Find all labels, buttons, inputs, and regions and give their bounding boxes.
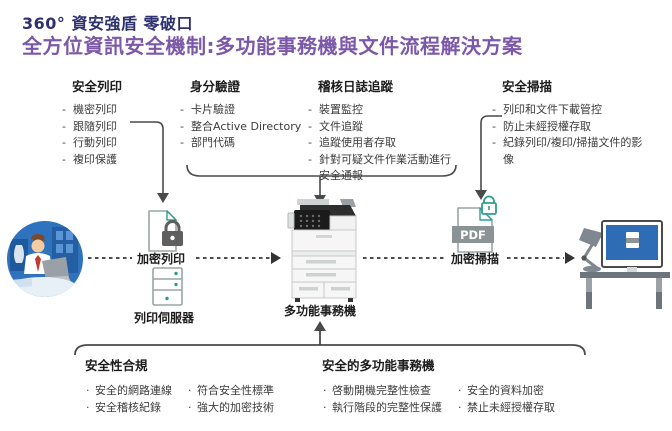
list-item: 整合Active Directory [180,119,320,136]
section-secure-mfp: 安全的多功能事務機 啓動開機完整性檢查 安全的資料加密 執行階段的完整性保護 禁… [322,355,582,416]
server-icon [152,267,183,306]
section-items: 啓動開機完整性檢查 安全的資料加密 執行階段的完整性保護 禁止未經授權存取 [322,382,582,416]
pdf-label: PDF [460,228,486,242]
list-item: 執行階段的完整性保護 [322,399,457,416]
column-secure-print: 安全列印 機密列印 跟隨列印 行動列印 複印保護 [62,76,174,168]
list-item: 禁止未經授權存取 [457,399,577,416]
column-title: 安全列印 [72,79,123,94]
encrypted-print-label: 加密列印 [137,252,186,266]
arrowhead-right-icon [565,252,575,264]
section-items: 安全的網路連線 符合安全性標準 安全稽核紀錄 強大的加密技術 [85,382,315,416]
list-item: 防止未經授權存取 [492,119,650,136]
list-item: 安全稽核紀錄 [85,399,187,416]
page-subtitle: 全方位資訊安全機制:多功能事務機與文件流程解決方案 [22,34,523,58]
list-item: 強大的加密技術 [187,399,305,416]
list-item: 紀錄列印/複印/掃描文件的影像 [492,135,650,168]
list-item: 啓動開機完整性檢查 [322,382,457,399]
list-item: 裝置監控 [308,102,460,119]
arrowhead-down-icon [475,190,487,200]
column-title: 稽核日誌追蹤 [318,79,394,94]
column-title: 安全掃描 [502,79,553,94]
multifunction-printer-icon [287,199,357,302]
column-items: 卡片驗證 整合Active Directory 部門代碼 [180,102,320,152]
column-items: 裝置監控 文件追蹤 追蹤使用者存取 針對可疑文件作業活動進行安全通報 [308,102,460,185]
bracket-top [186,164,457,196]
encrypted-scan-label: 加密掃描 [451,252,500,266]
list-item: 針對可疑文件作業活動進行安全通報 [308,152,460,185]
list-item: 符合安全性標準 [187,382,305,399]
column-authentication: 身分驗證 卡片驗證 整合Active Directory 部門代碼 [180,76,320,152]
section-security-compliance: 安全性合規 安全的網路連線 符合安全性標準 安全稽核紀錄 強大的加密技術 [85,355,315,416]
list-item: 卡片驗證 [180,102,320,119]
connector-scan-down [480,115,502,191]
column-items: 機密列印 跟隨列印 行動列印 複印保護 [62,102,174,168]
print-server-label: 列印伺服器 [134,311,195,325]
list-item: 行動列印 [62,135,174,152]
section-title: 安全性合規 [85,358,148,373]
desk-monitor-lamp-icon [579,220,670,309]
column-title: 身分驗證 [190,79,241,94]
list-item: 部門代碼 [180,135,320,152]
section-title: 安全的多功能事務機 [322,358,435,373]
connector-print-down [130,121,164,194]
bracket-bottom [74,330,586,356]
column-secure-scan: 安全掃描 列印和文件下載管控 防止未經授權存取 紀錄列印/複印/掃描文件的影像 [492,76,650,168]
list-item: 機密列印 [62,102,174,119]
pdf-lock-icon: PDF [452,195,497,253]
list-item: 文件追蹤 [308,119,460,136]
list-item: 追蹤使用者存取 [308,135,460,152]
arrowhead-up-icon [314,321,326,331]
arrowhead-right-icon [271,252,281,264]
column-items: 列印和文件下載管控 防止未經授權存取 紀錄列印/複印/掃描文件的影像 [492,102,650,168]
document-lock-icon [148,210,183,252]
list-item: 安全的資料加密 [457,382,577,399]
list-item: 跟隨列印 [62,119,174,136]
column-audit-log: 稽核日誌追蹤 裝置監控 文件追蹤 追蹤使用者存取 針對可疑文件作業活動進行安全通… [308,76,460,185]
list-item: 列印和文件下載管控 [492,102,650,119]
user-at-laptop-icon [7,221,83,297]
page-title: 360° 資安強盾 零破口 [22,14,194,33]
mfp-label: 多功能事務機 [284,304,357,318]
list-item: 複印保護 [62,152,174,169]
list-item: 安全的網路連線 [85,382,187,399]
arrowhead-down-icon [157,193,169,203]
